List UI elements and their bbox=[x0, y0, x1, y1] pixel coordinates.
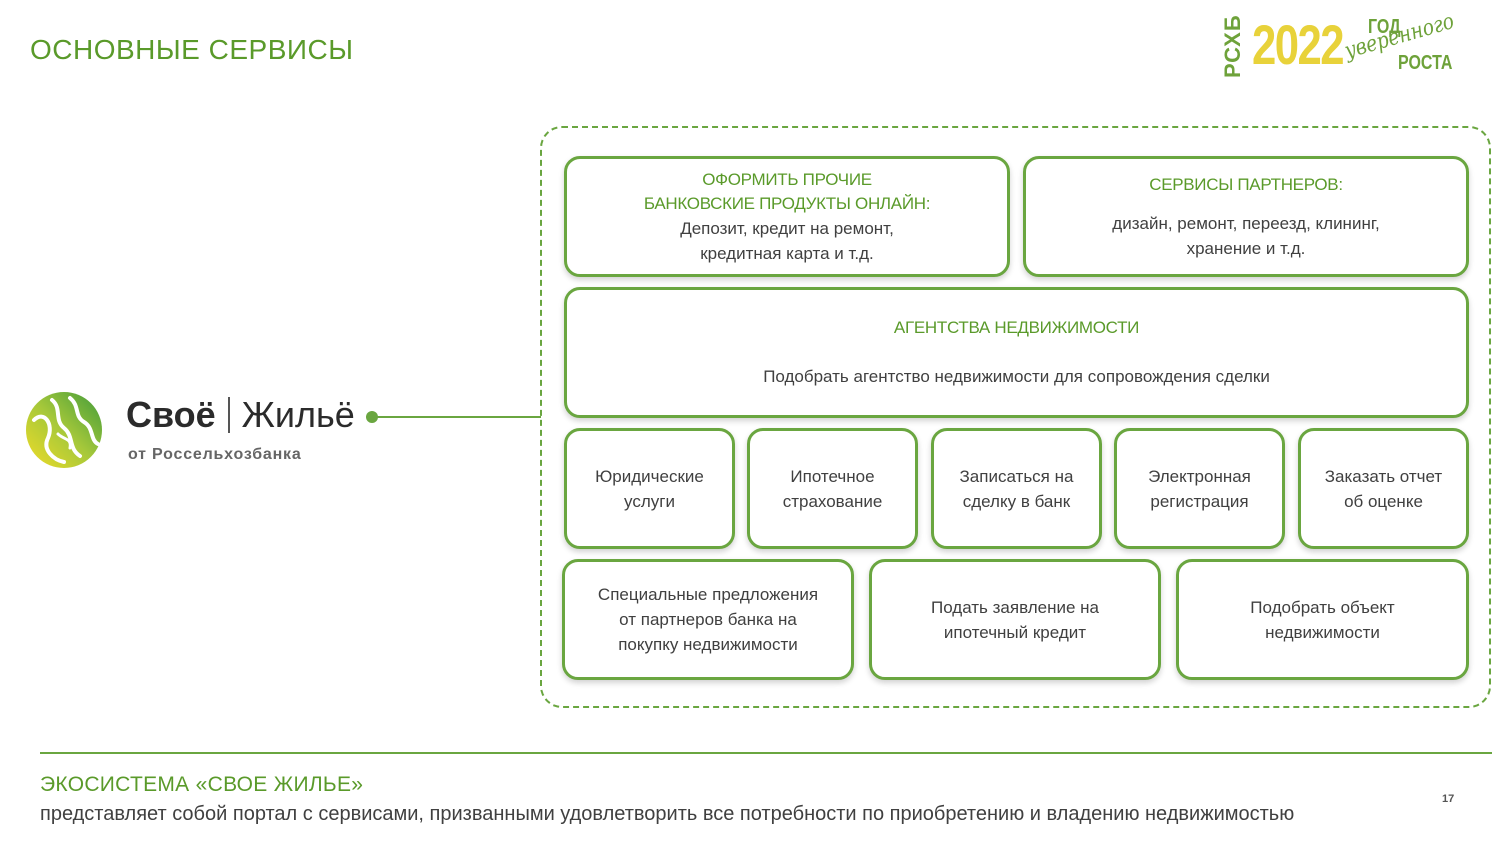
logo-rshb-text: РСХБ bbox=[1220, 14, 1245, 78]
brand-name-part1: Своё bbox=[126, 394, 216, 435]
page-title: ОСНОВНЫЕ СЕРВИСЫ bbox=[30, 34, 354, 65]
svoe-zhilye-brand: Своё Жильё от Россельхозбанка bbox=[24, 388, 384, 474]
ecosystem-title: ЭКОСИСТЕМА «СВОЕ ЖИЛЬЕ» bbox=[40, 773, 364, 796]
brand-name-part2: Жильё bbox=[241, 394, 355, 435]
service-real-estate-agencies: АГЕНТСТВА НЕДВИЖИМОСТИ Подобрать агентст… bbox=[564, 287, 1469, 418]
service-text: Ипотечное страхование bbox=[782, 466, 883, 511]
service-bank-appointment: Записаться на сделку в банк bbox=[931, 428, 1102, 549]
service-property-search: Подобрать объект недвижимости bbox=[1176, 559, 1469, 680]
service-text: Записаться на сделку в банк bbox=[959, 466, 1074, 511]
service-special-offers: Специальные предложения от партнеров бан… bbox=[562, 559, 854, 680]
service-text: Заказать отчет об оценке bbox=[1324, 466, 1443, 511]
connector-line bbox=[376, 416, 541, 418]
service-text: Юридические услуги bbox=[595, 466, 704, 511]
ecosystem-description: представляет собой портал с сервисами, п… bbox=[40, 803, 1295, 825]
ecosystem-frame bbox=[540, 126, 1491, 708]
service-text: Депозит, кредит на ремонт, кредитная кар… bbox=[680, 218, 894, 263]
service-text: Специальные предложения от партнеров бан… bbox=[597, 585, 819, 654]
service-text: Электронная регистрация bbox=[1148, 466, 1251, 511]
service-mortgage-insurance: Ипотечное страхование bbox=[747, 428, 918, 549]
svoe-zhilye-logo-icon bbox=[26, 392, 102, 468]
logo-god-text: ГОД bbox=[1368, 16, 1401, 38]
page-number: 17 bbox=[1442, 793, 1455, 805]
brand-name: Своё Жильё bbox=[126, 394, 355, 436]
bottom-divider bbox=[40, 752, 1492, 754]
brand-subtitle: от Россельхозбанка bbox=[128, 446, 302, 463]
service-text: Подобрать объект недвижимости bbox=[1250, 597, 1395, 642]
service-heading: ОФОРМИТЬ ПРОЧИЕ БАНКОВСКИЕ ПРОДУКТЫ ОНЛА… bbox=[643, 169, 931, 213]
service-heading: СЕРВИСЫ ПАРТНЕРОВ: bbox=[1149, 174, 1343, 194]
service-text: Подать заявление на ипотечный кредит bbox=[930, 597, 1100, 642]
service-electronic-registration: Электронная регистрация bbox=[1114, 428, 1285, 549]
connector-dot bbox=[366, 411, 378, 423]
brand-separator bbox=[227, 397, 230, 433]
logo-rosta-text: РОСТА bbox=[1398, 52, 1453, 74]
service-heading: АГЕНТСТВА НЕДВИЖИМОСТИ bbox=[893, 318, 1140, 337]
service-legal: Юридические услуги bbox=[564, 428, 735, 549]
service-valuation-report: Заказать отчет об оценке bbox=[1298, 428, 1469, 549]
service-partner-services: СЕРВИСЫ ПАРТНЕРОВ: дизайн, ремонт, перее… bbox=[1023, 156, 1469, 277]
service-text: Подобрать агентство недвижимости для соп… bbox=[763, 367, 1270, 386]
logo-year-text: 2022 bbox=[1252, 13, 1344, 76]
rshb-2022-logo: РСХБ 2022 ГОД уверенного РОСТА bbox=[1220, 9, 1457, 80]
service-bank-products: ОФОРМИТЬ ПРОЧИЕ БАНКОВСКИЕ ПРОДУКТЫ ОНЛА… bbox=[564, 156, 1010, 277]
service-text: дизайн, ремонт, переезд, клининг, хранен… bbox=[1112, 213, 1380, 258]
service-mortgage-application: Подать заявление на ипотечный кредит bbox=[869, 559, 1161, 680]
